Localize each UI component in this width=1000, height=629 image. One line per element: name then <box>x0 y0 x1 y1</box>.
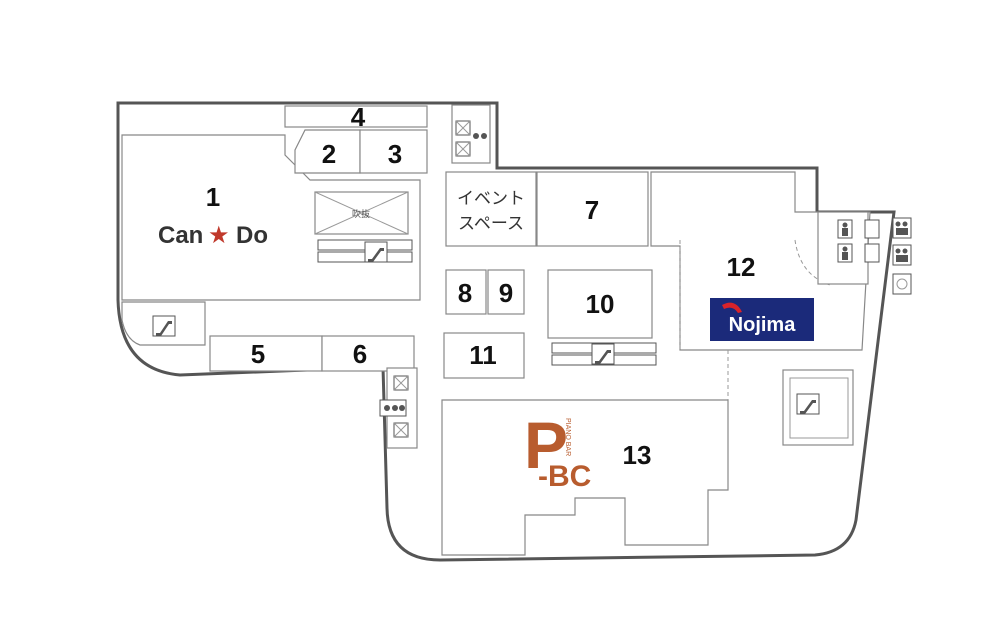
escalator-center[interactable] <box>551 342 657 366</box>
event-space-area[interactable] <box>445 171 537 247</box>
store-number-10: 10 <box>586 289 615 319</box>
store-number-6: 6 <box>353 339 367 369</box>
cando-logo-left: Can <box>158 222 203 249</box>
cando-logo: Can ★ Do <box>158 221 268 249</box>
store-12-area[interactable] <box>650 171 871 351</box>
store-5-area[interactable] <box>209 335 323 372</box>
store-10-area[interactable] <box>547 269 653 339</box>
pbc-logo-big: P <box>524 408 568 482</box>
nojima-logo-text: Nojima <box>729 314 797 336</box>
store-6-area[interactable] <box>321 335 415 372</box>
store-number-5: 5 <box>251 339 265 369</box>
event-space-label-1: イベント <box>457 189 525 209</box>
restroom-icon-legend <box>892 217 912 295</box>
store-number-8: 8 <box>458 278 472 308</box>
store-13-area[interactable] <box>441 399 729 556</box>
store-number-13: 13 <box>623 440 652 470</box>
store-number-9: 9 <box>499 278 513 308</box>
atrium-cross-2 <box>314 191 409 235</box>
cando-logo-star: ★ <box>208 221 230 249</box>
event-space-label-2: スペース <box>458 214 524 234</box>
store-number-1: 1 <box>206 182 220 212</box>
store-12-curve <box>794 239 831 286</box>
stairs-right[interactable] <box>782 369 854 446</box>
store-11-area[interactable] <box>443 332 525 379</box>
store-4-area[interactable] <box>284 105 428 128</box>
store-number-4: 4 <box>351 102 366 132</box>
store-7-area[interactable] <box>536 171 649 247</box>
pbc-logo-side: PIANO BAR <box>564 418 571 456</box>
escalator-left[interactable] <box>317 239 413 263</box>
pbc-logo-sub: -BC <box>538 460 591 493</box>
store-2-area[interactable] <box>294 129 361 174</box>
store-3-area[interactable] <box>359 129 428 174</box>
elevator-block-middle[interactable] <box>379 367 418 449</box>
stairs-left[interactable] <box>121 301 206 346</box>
cando-logo-right: Do <box>236 222 268 249</box>
pbc-logo: P -BC PIANO BAR <box>524 408 591 493</box>
store-number-3: 3 <box>388 139 402 169</box>
store-number-7: 7 <box>585 195 599 225</box>
store-number-11: 11 <box>469 340 497 370</box>
elevator-block-top[interactable] <box>451 104 491 164</box>
restroom-block-right[interactable] <box>817 211 880 285</box>
atrium-label: 吹抜 <box>352 208 370 220</box>
store-number-12: 12 <box>727 252 756 282</box>
store-number-2: 2 <box>322 139 336 169</box>
nojima-logo: Nojima <box>710 298 814 341</box>
ostomate-icon <box>892 273 912 295</box>
store-8-area[interactable] <box>445 269 487 315</box>
store-9-area[interactable] <box>487 269 525 315</box>
